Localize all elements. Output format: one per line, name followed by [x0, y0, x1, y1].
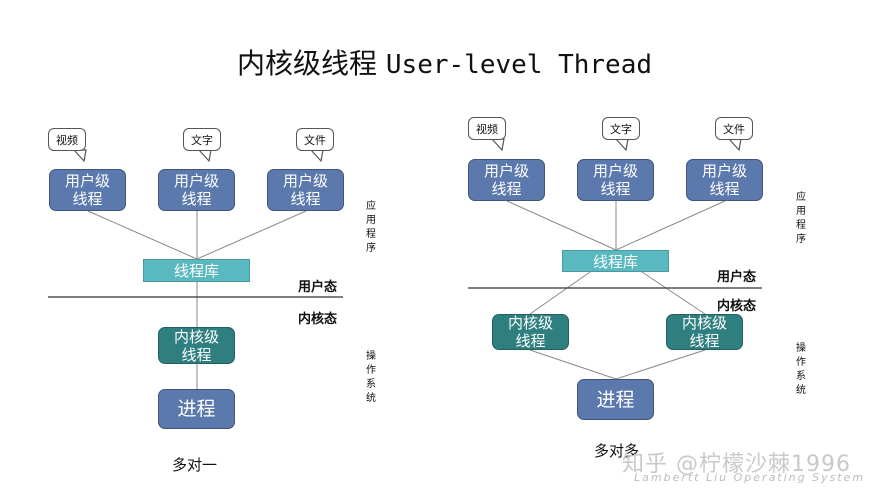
title-chinese: 内核级线程 — [236, 47, 377, 80]
left-bubble-file: 文件 — [296, 128, 334, 151]
left-side-label-os: 操作系统 — [366, 351, 376, 404]
left-kernel-thread: 内核级 线程 — [158, 327, 235, 364]
left-bubble-video: 视频 — [48, 128, 86, 151]
left-caption: 多对一 — [172, 456, 218, 474]
right-side-label-app: 应用程序 — [796, 192, 806, 245]
right-bubble-file: 文件 — [715, 117, 753, 140]
right-bubble-text: 文字 — [602, 117, 640, 140]
right-process: 进程 — [577, 379, 654, 420]
right-user-thread-3: 用户级 线程 — [686, 159, 763, 201]
right-caption: 多对多 — [594, 442, 640, 460]
watermark-subtext: Lambertt Liu Operating System — [634, 471, 866, 484]
right-user-thread-2: 用户级 线程 — [577, 159, 654, 201]
left-user-mode-label: 用户态 — [298, 280, 338, 295]
left-side-label-app: 应用程序 — [366, 201, 376, 254]
left-process: 进程 — [158, 389, 235, 429]
right-user-mode-label: 用户态 — [717, 270, 757, 285]
left-bubble-text: 文字 — [183, 128, 221, 151]
page-title: 内核级线程 User-level Thread — [0, 42, 889, 82]
watermark-text: 知乎 @柠檬沙棘1996 — [622, 452, 851, 477]
left-user-thread-3: 用户级 线程 — [267, 169, 344, 211]
right-side-label-os: 操作系统 — [796, 343, 806, 396]
right-thread-library: 线程库 — [562, 250, 669, 272]
right-kernel-thread-1: 内核级 线程 — [492, 314, 569, 350]
left-thread-library: 线程库 — [143, 259, 250, 282]
right-kernel-mode-label: 内核态 — [717, 299, 757, 314]
right-bubble-video: 视频 — [468, 117, 506, 140]
left-kernel-mode-label: 内核态 — [298, 312, 338, 327]
right-user-thread-1: 用户级 线程 — [468, 159, 545, 201]
title-english: User-level Thread — [385, 50, 653, 80]
left-user-thread-1: 用户级 线程 — [49, 169, 126, 211]
right-kernel-thread-2: 内核级 线程 — [666, 314, 743, 350]
left-user-thread-2: 用户级 线程 — [158, 169, 235, 211]
